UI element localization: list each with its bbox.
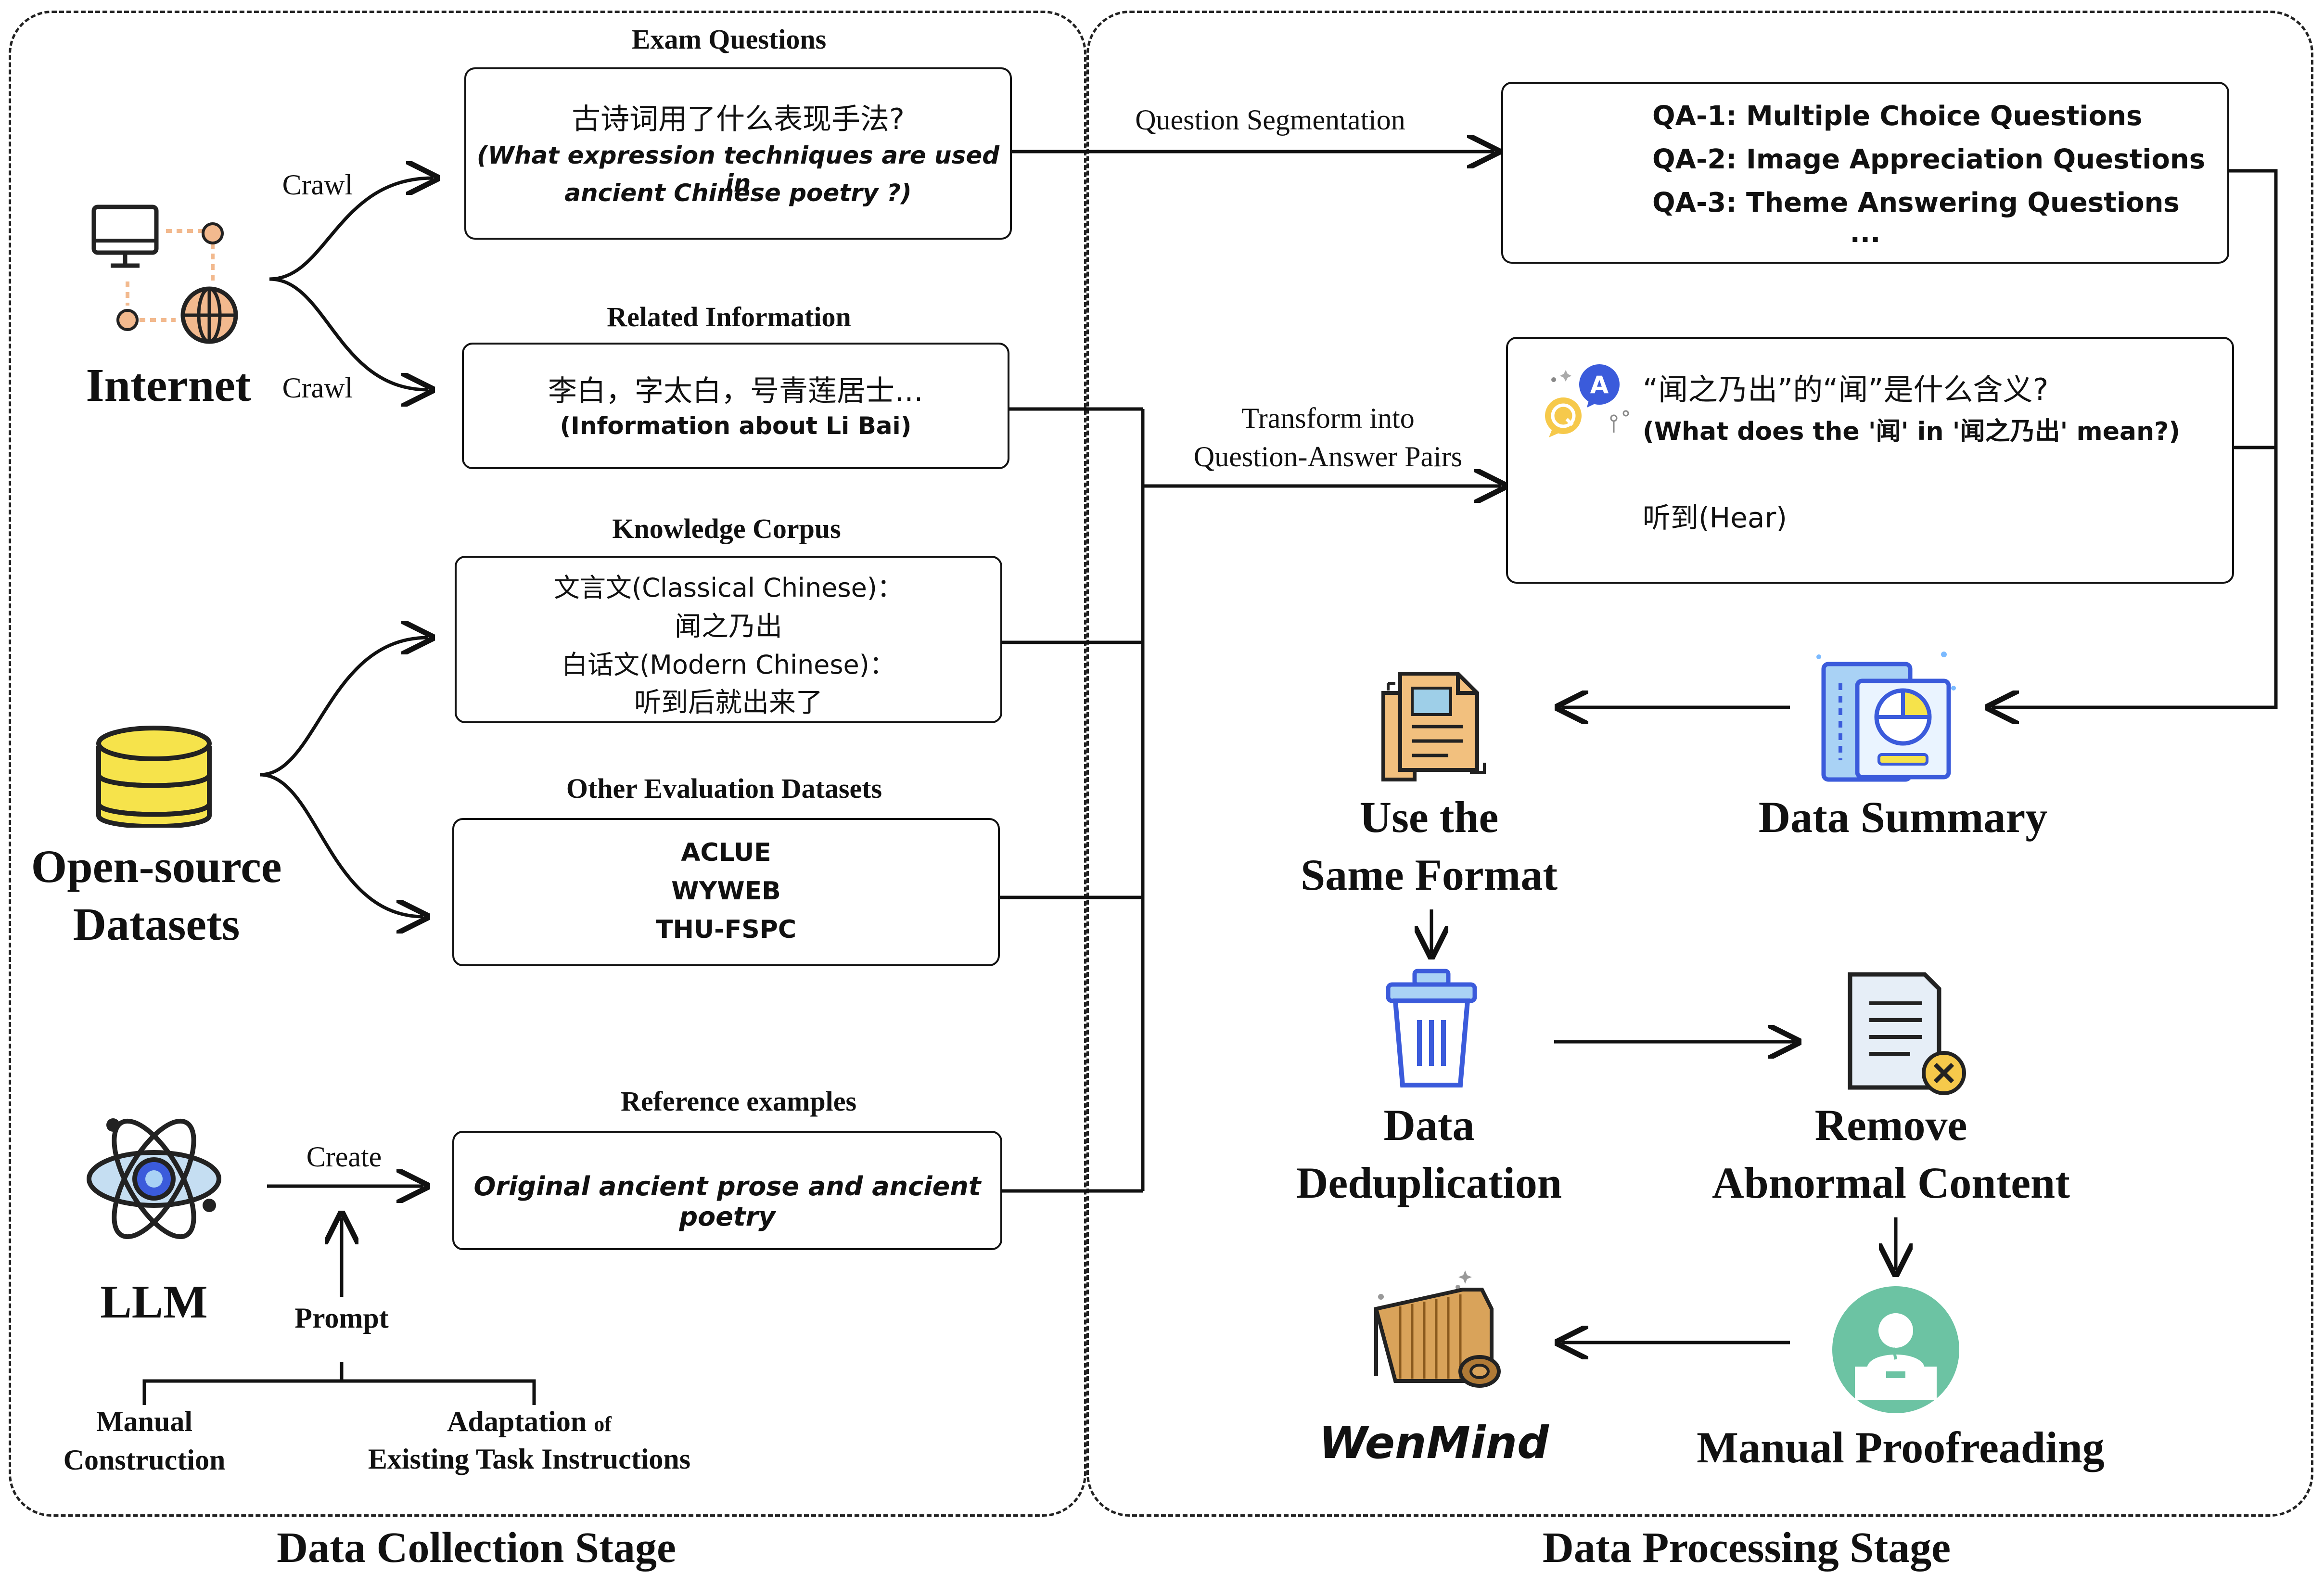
remove-label-1: Remove: [1814, 1100, 1967, 1150]
exam-question-en-1: (What expression techniques are used in: [476, 141, 1000, 197]
related-info-title: Related Information: [607, 301, 851, 333]
dedup-label-2: Deduplication: [1296, 1158, 1562, 1207]
reference-examples-text: Original ancient prose and ancient poetr…: [473, 1171, 981, 1232]
corpus-line-2: 闻之乃出: [675, 611, 782, 642]
database-icon: [96, 726, 212, 828]
corpus-line-3: 白话文(Modern Chinese)：: [562, 650, 895, 680]
adaptation-label-1: Adaptation of: [337, 1405, 722, 1438]
qa-type-1: QA-1: Multiple Choice Questions: [1652, 101, 2143, 132]
svg-text:A: A: [1590, 371, 1609, 399]
adaptation-of: of: [594, 1412, 612, 1436]
dataset-wyweb: WYWEB: [671, 877, 781, 906]
related-info-en: (Information about Li Bai): [560, 412, 912, 440]
dedup-label-1: Data: [1383, 1100, 1475, 1150]
exam-question-zh: 古诗词用了什么表现手法?: [572, 102, 905, 136]
qa-type-3: QA-3: Theme Answering Questions: [1652, 187, 2180, 218]
exam-questions-box: 古诗词用了什么表现手法? (What expression techniques…: [464, 67, 1012, 240]
wenmind-label: WenMind: [1319, 1417, 1549, 1469]
monitor-globe-icon: [91, 205, 238, 344]
corpus-line-4: 听到后就出来了: [634, 687, 823, 718]
crawl-label-bottom: Crawl: [282, 372, 353, 404]
corpus-line-1: 文言文(Classical Chinese)：: [554, 573, 903, 603]
create-label: Create: [306, 1141, 382, 1173]
document-stack-icon: [1381, 672, 1486, 781]
reference-examples-title: Reference examples: [620, 1086, 857, 1117]
reference-examples-box: Original ancient prose and ancient poetr…: [452, 1131, 1002, 1250]
related-info-box: 李白，字太白，号青莲居士… (Information about Li Bai): [462, 343, 1009, 469]
open-source-label-2: Datasets: [73, 898, 240, 950]
remove-label-2: Abnormal Content: [1712, 1158, 2070, 1207]
transform-label-1: Transform into: [1241, 402, 1415, 434]
collection-stage-title: Data Collection Stage: [277, 1524, 676, 1572]
atom-icon: [87, 1118, 221, 1240]
data-summary-label: Data Summary: [1758, 793, 2048, 842]
knowledge-corpus-title: Knowledge Corpus: [612, 513, 841, 544]
dataset-aclue: ACLUE: [681, 838, 771, 867]
qa-pair-question: “闻之乃出”的“闻”是什么含义?: [1643, 372, 2049, 407]
transform-label-2: Question-Answer Pairs: [1193, 441, 1463, 473]
reviewer-icon: [1832, 1286, 1959, 1413]
same-format-label-2: Same Format: [1301, 850, 1558, 899]
llm-label: LLM: [100, 1276, 208, 1328]
manual-construction-label-1: Manual: [96, 1406, 193, 1437]
manual-construction-label-2: Construction: [63, 1444, 226, 1476]
qa-type-2: QA-2: Image Appreciation Questions: [1652, 144, 2206, 175]
internet-label: Internet: [86, 359, 251, 411]
other-datasets-title: Other Evaluation Datasets: [566, 773, 882, 804]
dataset-thu-fspc: THU-FSPC: [655, 915, 797, 944]
adaptation-word: Adaptation: [447, 1406, 587, 1437]
knowledge-corpus-box: 文言文(Classical Chinese)： 闻之乃出 白话文(Modern …: [455, 556, 1002, 723]
trash-icon: [1386, 969, 1477, 1087]
manual-proofreading-label: Manual Proofreading: [1697, 1423, 2105, 1472]
related-info-zh: 李白，字太白，号青莲居士…: [548, 374, 923, 408]
open-source-label-1: Open-source: [31, 841, 282, 892]
same-format-label-1: Use the: [1359, 793, 1499, 842]
collection-stage-frame: [9, 11, 1086, 1517]
qa-chat-icon: A: [1545, 364, 1629, 437]
bamboo-scroll-icon: [1374, 1270, 1501, 1388]
document-x-icon: [1848, 972, 1966, 1095]
question-segmentation-label: Question Segmentation: [1135, 104, 1405, 136]
qa-pair-answer: 听到(Hear): [1643, 501, 1787, 534]
processing-stage-title: Data Processing Stage: [1542, 1524, 1951, 1572]
prompt-label: Prompt: [294, 1302, 389, 1334]
qa-pair-box: A “闻之乃出”的“闻”是什么含义? (What does the '闻' in…: [1506, 337, 2234, 584]
processing-stage-frame: [1086, 11, 2313, 1517]
crawl-label-top: Crawl: [282, 169, 353, 201]
exam-questions-title: Exam Questions: [631, 24, 827, 55]
other-datasets-box: ACLUE WYWEB THU-FSPC: [452, 818, 1000, 966]
exam-question-en-2: ancient Chinese poetry ?): [564, 179, 912, 207]
qa-pair-question-en: (What does the '闻' in '闻之乃出' mean?): [1643, 417, 2181, 446]
adaptation-label-2: Existing Task Instructions: [368, 1443, 691, 1475]
qa-types-box: QA-1: Multiple Choice Questions QA-2: Im…: [1501, 82, 2229, 264]
qa-type-ellipsis: ...: [1850, 217, 1881, 249]
report-chart-icon: [1816, 652, 1956, 782]
